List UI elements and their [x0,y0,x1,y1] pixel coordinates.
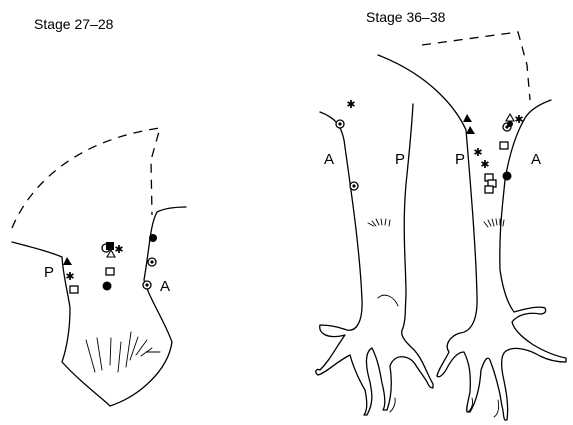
panel-stage-27-28: Stage 27–28 P A ✱ ✱ [12,16,186,406]
dashed-boundary-right [422,32,530,100]
dashed-boundary-left [12,128,160,228]
filled-triangle-marker [466,126,475,134]
dotted-circle-marker [148,258,156,266]
limb-bud-outline-stage-27-28 [12,207,186,406]
filled-circle-marker [503,172,512,181]
side-label-posterior-stage-27-28: P [44,264,54,281]
asterisk-marker: ✱ [65,271,74,283]
panel-title-stage-36-38: Stage 36–38 [366,9,446,25]
dotted-circle-marker [143,281,151,289]
panel-title-stage-27-28: Stage 27–28 [34,16,114,32]
open-square-marker [485,186,493,193]
svg-text:✱: ✱ [114,244,123,256]
side-label-posterior-left-limb: P [395,151,405,168]
open-square-marker [106,268,114,275]
filled-triangle-marker [63,257,72,265]
side-label-anterior-left-limb: A [324,151,334,168]
open-square-marker [500,142,508,149]
panel-stage-36-38: Stage 36–38 A P ✱ [316,9,566,420]
side-label-posterior-right-limb: P [455,151,465,168]
hindlimb-right [378,55,566,420]
side-label-anterior-right-limb: A [531,151,541,168]
asterisk-marker: ✱ [346,99,355,111]
svg-text:✱: ✱ [514,114,523,126]
open-square-marker [70,286,78,293]
filled-triangle-marker [463,114,472,122]
filled-circle-marker [103,282,112,291]
asterisk-marker: ✱ [480,159,489,171]
marker-cluster-anterior: ✱ [503,114,524,131]
dotted-circle-marker [336,120,344,128]
side-label-anterior-stage-27-28: A [160,278,170,295]
dotted-circle-marker [350,182,358,190]
filled-circle-marker [149,234,157,242]
digit-hatching-left [86,332,160,372]
asterisk-marker: ✱ [473,147,482,159]
marker-cluster-center: ✱ [102,242,124,257]
